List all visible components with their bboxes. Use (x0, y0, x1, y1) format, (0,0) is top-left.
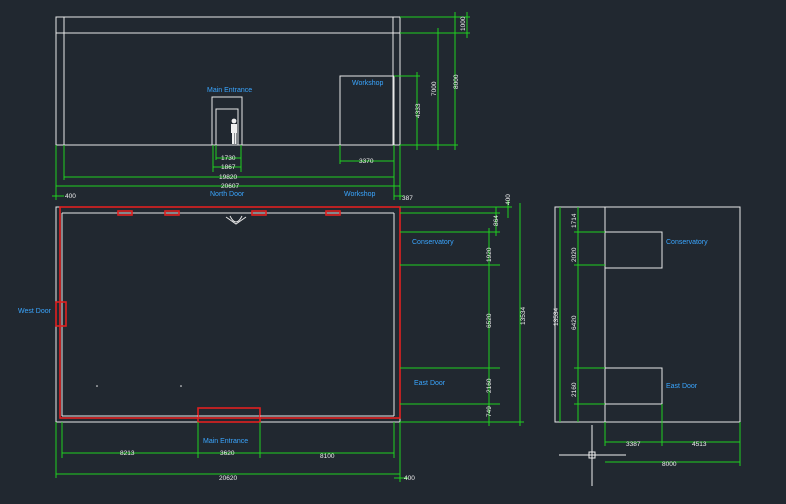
east-door-side-outline (604, 367, 663, 405)
conservatory-plan-label: Conservatory (412, 239, 454, 246)
dim-3370: 3370 (359, 158, 374, 165)
dim-400-left: 400 (65, 193, 76, 200)
dim-8100: 8100 (320, 453, 335, 460)
dim-400-top: 400 (505, 194, 512, 205)
dim-6520: 6520 (486, 313, 493, 328)
main-entrance-elevation-label: Main Entrance (207, 87, 252, 94)
floor-plan-right-dimensions (400, 200, 524, 426)
workshop-elevation-label: Workshop (352, 80, 383, 87)
dim-20620: 20620 (219, 475, 237, 482)
dim-13534-plan: 13534 (520, 307, 527, 325)
dim-3620: 3620 (220, 450, 235, 457)
dim-3387: 3387 (626, 441, 641, 448)
conservatory-side-label: Conservatory (666, 239, 708, 246)
east-door-side-label: East Door (666, 383, 698, 390)
conservatory-side-outline (604, 231, 663, 269)
dim-2160-side: 2160 (571, 382, 578, 397)
dim-1867: 1867 (221, 164, 236, 171)
highlighted-walls (55, 206, 401, 423)
dim-8000-side: 8000 (662, 461, 677, 468)
dim-13534-side: 13534 (553, 308, 560, 326)
floor-plan-bottom-dimensions (55, 422, 408, 482)
dim-1714: 1714 (571, 213, 578, 228)
dim-4333: 4333 (415, 103, 422, 118)
main-entrance-plan-label: Main Entrance (203, 438, 248, 445)
crosshair-cursor-icon[interactable] (559, 425, 626, 486)
side-elevation (554, 206, 741, 423)
north-elevation-dimensions (52, 12, 470, 200)
dim-4513: 4513 (692, 441, 707, 448)
workshop-door-elevation (339, 75, 395, 146)
north-elevation (55, 16, 401, 146)
dim-6420: 6420 (571, 315, 578, 330)
dim-2020: 2020 (571, 247, 578, 262)
point-marker (96, 385, 98, 387)
person-figure-icon (231, 118, 237, 144)
dim-7000: 7000 (431, 81, 438, 96)
dim-749: 749 (486, 406, 493, 417)
dim-1000: 1000 (460, 16, 467, 31)
dim-1730: 1730 (221, 155, 236, 162)
door-swing-icon (225, 215, 247, 225)
conservatory-plan-outline (399, 231, 490, 266)
north-door-label: North Door (210, 191, 245, 198)
dim-864: 864 (493, 215, 500, 226)
side-elevation-dimensions (559, 207, 741, 466)
dim-400-bottom: 400 (404, 475, 415, 482)
dim-20607: 20607 (221, 183, 239, 190)
workshop-plan-label: Workshop (344, 191, 375, 198)
dim-387: 387 (402, 195, 413, 202)
east-door-plan-label: East Door (414, 380, 446, 387)
dim-8000: 8000 (453, 74, 460, 89)
dim-19820: 19820 (219, 174, 237, 181)
dim-2160: 2160 (486, 378, 493, 393)
west-door-label: West Door (18, 308, 52, 315)
dim-1920: 1920 (486, 247, 493, 262)
point-marker (180, 385, 182, 387)
dim-8213: 8213 (120, 450, 135, 457)
